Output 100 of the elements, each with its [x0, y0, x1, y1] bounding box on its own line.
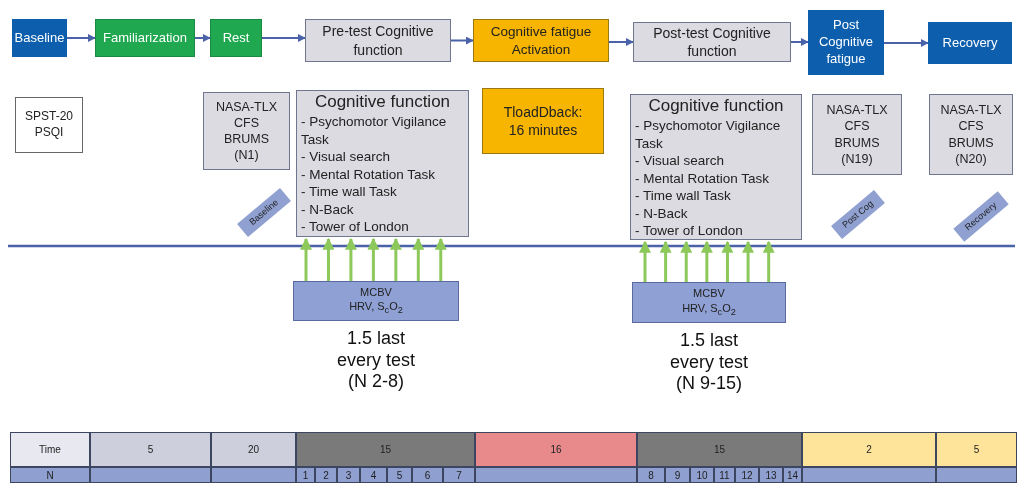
box-text: (N19): [841, 150, 873, 167]
phase-box: [305, 19, 451, 62]
phase-box: [12, 19, 67, 57]
phase-box: [928, 22, 1012, 64]
box-text: NASA-TLX: [826, 102, 888, 119]
box-text: Post Cog: [840, 198, 876, 231]
arrow: [608, 38, 634, 46]
box-text: MCBV: [360, 284, 392, 300]
box-text: CFS: [844, 118, 870, 135]
task-box: [482, 88, 604, 154]
test-list-box: [630, 94, 802, 240]
measurement-box: [632, 282, 786, 323]
phase-box: [210, 19, 262, 57]
box-text: PSQI: [34, 125, 64, 141]
box-text: NASA-TLX: [940, 102, 1002, 119]
list-item: - Time wall Task: [635, 187, 731, 205]
table-cell: 5: [936, 432, 1017, 467]
list-item: - N-Back: [301, 200, 354, 219]
arrow: [322, 237, 335, 281]
note-text: 1.5 last every test (N 2-8): [336, 328, 416, 393]
list-item: - Psychomotor Vigilance Task: [301, 113, 448, 149]
box-text: Recovery: [942, 34, 998, 52]
arrow: [450, 36, 474, 45]
box-text: SPST-20: [25, 109, 73, 125]
box-text: CFS: [234, 114, 259, 131]
phase-box: [473, 19, 609, 62]
list-item: - Visual search: [301, 148, 391, 166]
box-text: BRUMS: [948, 134, 994, 151]
phase-box: [808, 10, 884, 75]
questionnaire-box: [203, 92, 290, 170]
box-text: TloadDback:: [503, 102, 583, 121]
box-text: HRV, S$_{c}$O$_{2}$: [682, 300, 736, 319]
box-text: Familiarization: [103, 29, 187, 47]
table-cell: N: [10, 467, 90, 483]
table-cell: 12: [735, 467, 759, 483]
list-item: - Time wall Task: [301, 183, 397, 201]
arrow: [680, 240, 693, 282]
questionnaire-box: [812, 94, 902, 175]
test-list-box: [296, 90, 469, 237]
arrow: [883, 39, 929, 47]
questionnaire-box: [929, 94, 1013, 175]
note-text: 1.5 last every test (N 9-15): [669, 330, 749, 395]
box-text: (N20): [955, 150, 987, 167]
arrow: [412, 237, 425, 281]
arrow: [659, 240, 672, 282]
box-text: BRUMS: [223, 131, 270, 148]
box-text: Pre-test Cognitive function: [321, 22, 435, 59]
table-cell: 16: [475, 432, 637, 467]
table-cell: 20: [211, 432, 296, 467]
arrow: [367, 237, 380, 281]
arrow: [790, 38, 809, 46]
box-text: BRUMS: [834, 134, 880, 151]
table-cell: 13: [759, 467, 783, 483]
box-text: Rest: [222, 29, 250, 47]
arrow: [344, 237, 357, 281]
table-cell: 5: [387, 467, 412, 483]
table-cell: 15: [637, 432, 802, 467]
table-cell: 7: [443, 467, 475, 483]
arrow: [742, 240, 755, 282]
table-cell: 14: [783, 467, 802, 483]
box-text: Post Cognitive fatigue: [817, 17, 875, 68]
box-text: 16 minutes: [508, 121, 578, 140]
arrow: [700, 240, 713, 282]
box-text: Post-test Cognitive function: [652, 23, 772, 61]
arrow: [66, 34, 96, 42]
table-cell: 9: [665, 467, 690, 483]
arrow: [261, 34, 306, 42]
arrow: [389, 237, 402, 281]
box-heading: Cognitive function: [648, 95, 784, 117]
arrow: [300, 237, 312, 281]
box-text: Cognitive fatigue Activation: [489, 22, 593, 59]
table-cell: 8: [637, 467, 665, 483]
arrow: [434, 237, 447, 281]
table-cell: 4: [360, 467, 387, 483]
list-item: - Mental Rotation Task: [301, 165, 436, 184]
box-text: MCBV: [693, 286, 725, 301]
table-cell: 11: [714, 467, 735, 483]
phase-box: [95, 19, 195, 57]
box-text: NASA-TLX: [215, 98, 278, 115]
table-cell: 2: [802, 432, 936, 467]
measurement-box: [293, 281, 459, 321]
list-item: - Tower of London: [635, 222, 743, 240]
arrow: [194, 34, 211, 42]
list-item: - Psychomotor Vigilance Task: [635, 117, 782, 153]
box-text: HRV, S$_{c}$O$_{2}$: [349, 299, 403, 318]
box-text: CFS: [958, 118, 984, 135]
arrow: [762, 240, 775, 282]
questionnaire-box: [15, 97, 83, 153]
list-item: - N-Back: [635, 204, 688, 223]
arrow: [639, 240, 651, 282]
box-text: (N1): [234, 147, 259, 164]
list-item: - Visual search: [635, 152, 725, 170]
table-cell: 6: [412, 467, 443, 483]
phase-box: [633, 22, 791, 62]
box-text: Baseline: [14, 29, 65, 47]
arrow: [721, 240, 734, 282]
box-heading: Cognitive function: [314, 91, 451, 113]
table-cell: 1: [296, 467, 315, 483]
table-cell: 10: [690, 467, 714, 483]
list-item: - Tower of London: [301, 218, 409, 236]
